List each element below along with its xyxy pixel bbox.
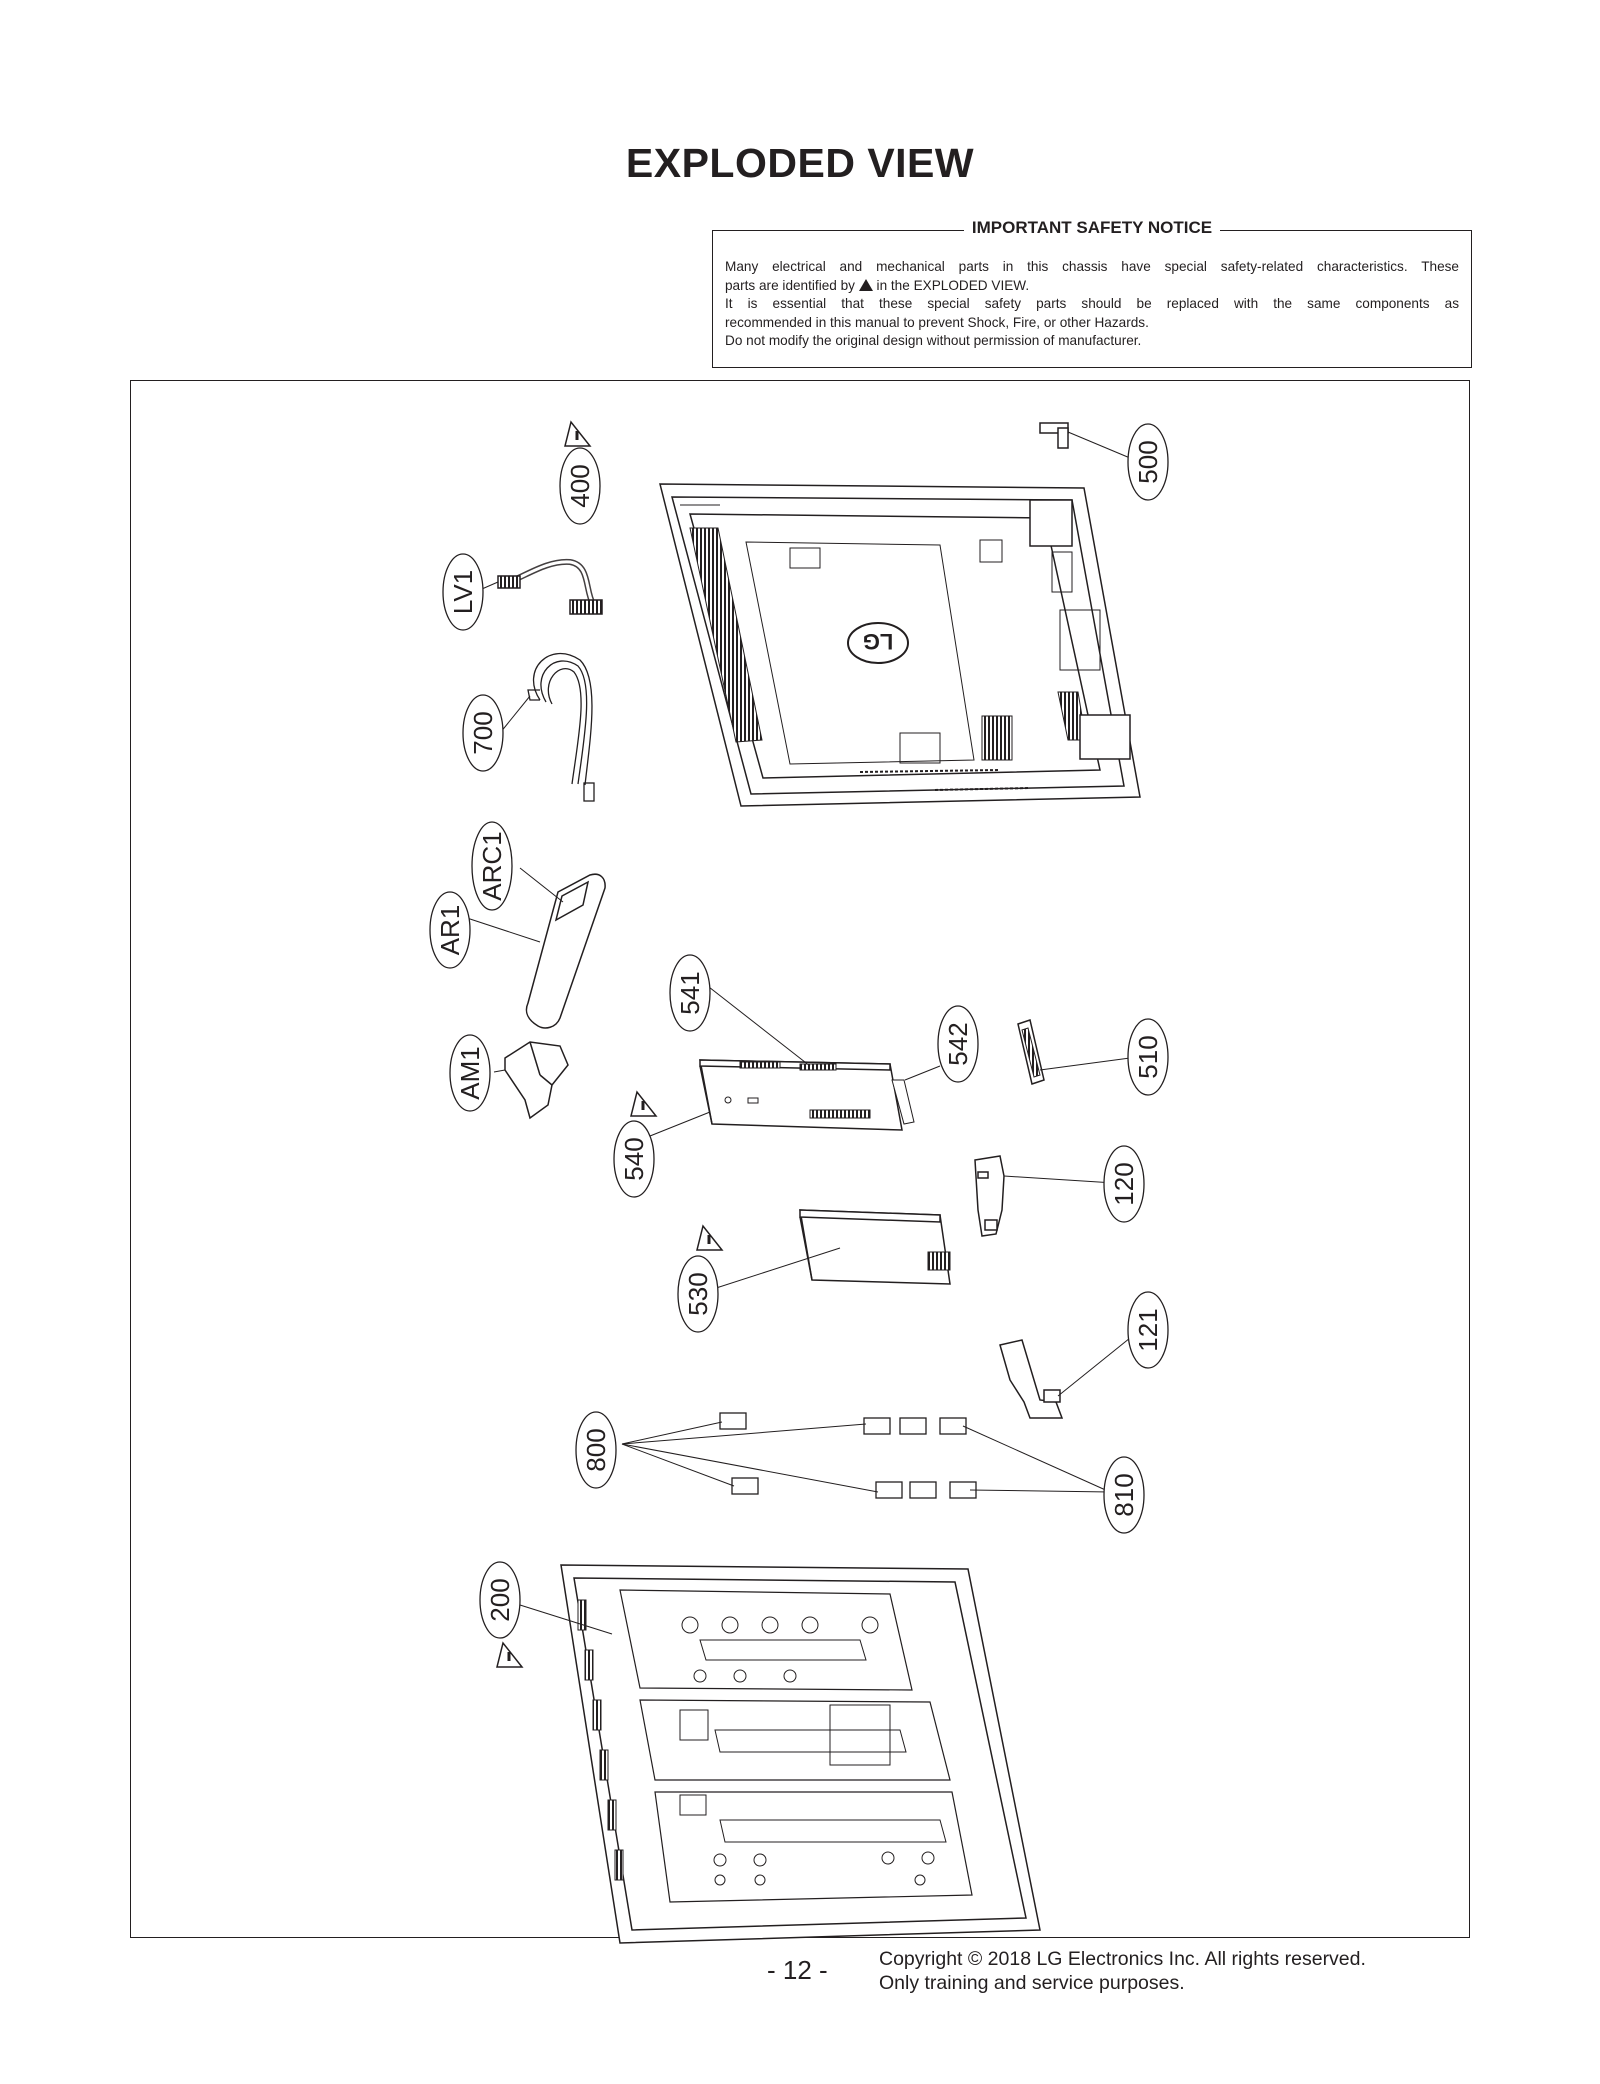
svg-text:530: 530 — [683, 1272, 713, 1315]
notice-line-2: parts are identified by in the EXPLODED … — [725, 277, 1030, 293]
notice-line-3: It is essential that these special safet… — [725, 296, 1459, 311]
copyright-line-2: Only training and service purposes. — [879, 1972, 1185, 1994]
svg-text:800: 800 — [581, 1428, 611, 1471]
stand-bracket-120-part — [974, 1155, 1131, 1237]
callout-121: 121 — [1127, 1291, 1169, 1369]
page-number: - 12 - — [767, 1955, 828, 1985]
warning-triangle-icon — [696, 1224, 724, 1251]
svg-text:121: 121 — [1133, 1308, 1163, 1351]
safety-notice-body: Many electrical and mechanical parts in … — [725, 258, 1459, 351]
rear-frame-part — [519, 1564, 1041, 1944]
svg-text:LV1: LV1 — [448, 570, 478, 614]
callout-120: 120 — [1103, 1145, 1145, 1223]
warning-triangle-icon — [858, 278, 873, 291]
lg-logo: LG — [847, 622, 909, 664]
callout-ar1: AR1 — [429, 891, 471, 969]
svg-text:810: 810 — [1109, 1473, 1139, 1516]
svg-text:541: 541 — [675, 971, 705, 1014]
power-cord-part — [499, 653, 595, 802]
callout-am1: AM1 — [449, 1034, 491, 1112]
notice-line-5: Do not modify the original design withou… — [725, 333, 1142, 348]
svg-text:500: 500 — [1133, 440, 1163, 483]
copyright-line-1: Copyright © 2018 LG Electronics Inc. All… — [879, 1948, 1366, 1970]
notice-line-1: Many electrical and mechanical parts in … — [725, 259, 1459, 274]
safety-notice-box: IMPORTANT SAFETY NOTICE Many electrical … — [712, 218, 1472, 368]
svg-text:AM1: AM1 — [455, 1046, 485, 1099]
main-board-part — [639, 979, 941, 1141]
callout-530: 530 — [677, 1255, 719, 1333]
ir-receiver-part — [1039, 422, 1131, 459]
warning-triangle-icon — [630, 1090, 658, 1117]
callout-541: 541 — [669, 954, 711, 1032]
small-brackets-part — [621, 1412, 1111, 1499]
callout-400: 400 — [559, 447, 601, 525]
copyright-notice: Copyright © 2018 LG Electronics Inc. All… — [879, 1947, 1366, 1995]
svg-text:200: 200 — [485, 1578, 515, 1621]
callout-542: 542 — [937, 1005, 979, 1083]
svg-text:ARC1: ARC1 — [477, 831, 507, 900]
power-supply-board-part — [709, 1209, 951, 1291]
svg-text:AR1: AR1 — [435, 905, 465, 956]
svg-text:510: 510 — [1133, 1035, 1163, 1078]
stand-bracket-121-part — [999, 1337, 1131, 1419]
warning-triangle-icon — [496, 1641, 524, 1668]
callout-800: 800 — [575, 1411, 617, 1489]
svg-text:700: 700 — [468, 711, 498, 754]
bracket-am1-part — [493, 1041, 569, 1120]
callout-lv1: LV1 — [442, 553, 484, 631]
callout-810: 810 — [1103, 1456, 1145, 1534]
warning-triangle-icon — [564, 420, 592, 447]
callout-arc1: ARC1 — [471, 821, 513, 911]
svg-text:LG: LG — [863, 629, 894, 654]
callout-540: 540 — [613, 1120, 655, 1198]
svg-text:540: 540 — [619, 1137, 649, 1180]
callout-510: 510 — [1127, 1018, 1169, 1096]
svg-text:400: 400 — [565, 464, 595, 507]
remote-control-part — [466, 867, 606, 1029]
svg-text:542: 542 — [943, 1022, 973, 1065]
back-cover-part — [659, 483, 1141, 807]
callout-200: 200 — [479, 1561, 521, 1639]
callout-700: 700 — [462, 694, 504, 772]
page-title: EXPLODED VIEW — [625, 140, 975, 186]
callout-500: 500 — [1127, 423, 1169, 501]
lvds-cable-part — [474, 558, 603, 615]
svg-text:120: 120 — [1109, 1162, 1139, 1205]
notice-line-4: recommended in this manual to prevent Sh… — [725, 314, 1149, 330]
key-button-part — [1017, 1019, 1131, 1085]
safety-notice-title: IMPORTANT SAFETY NOTICE — [713, 218, 1471, 238]
